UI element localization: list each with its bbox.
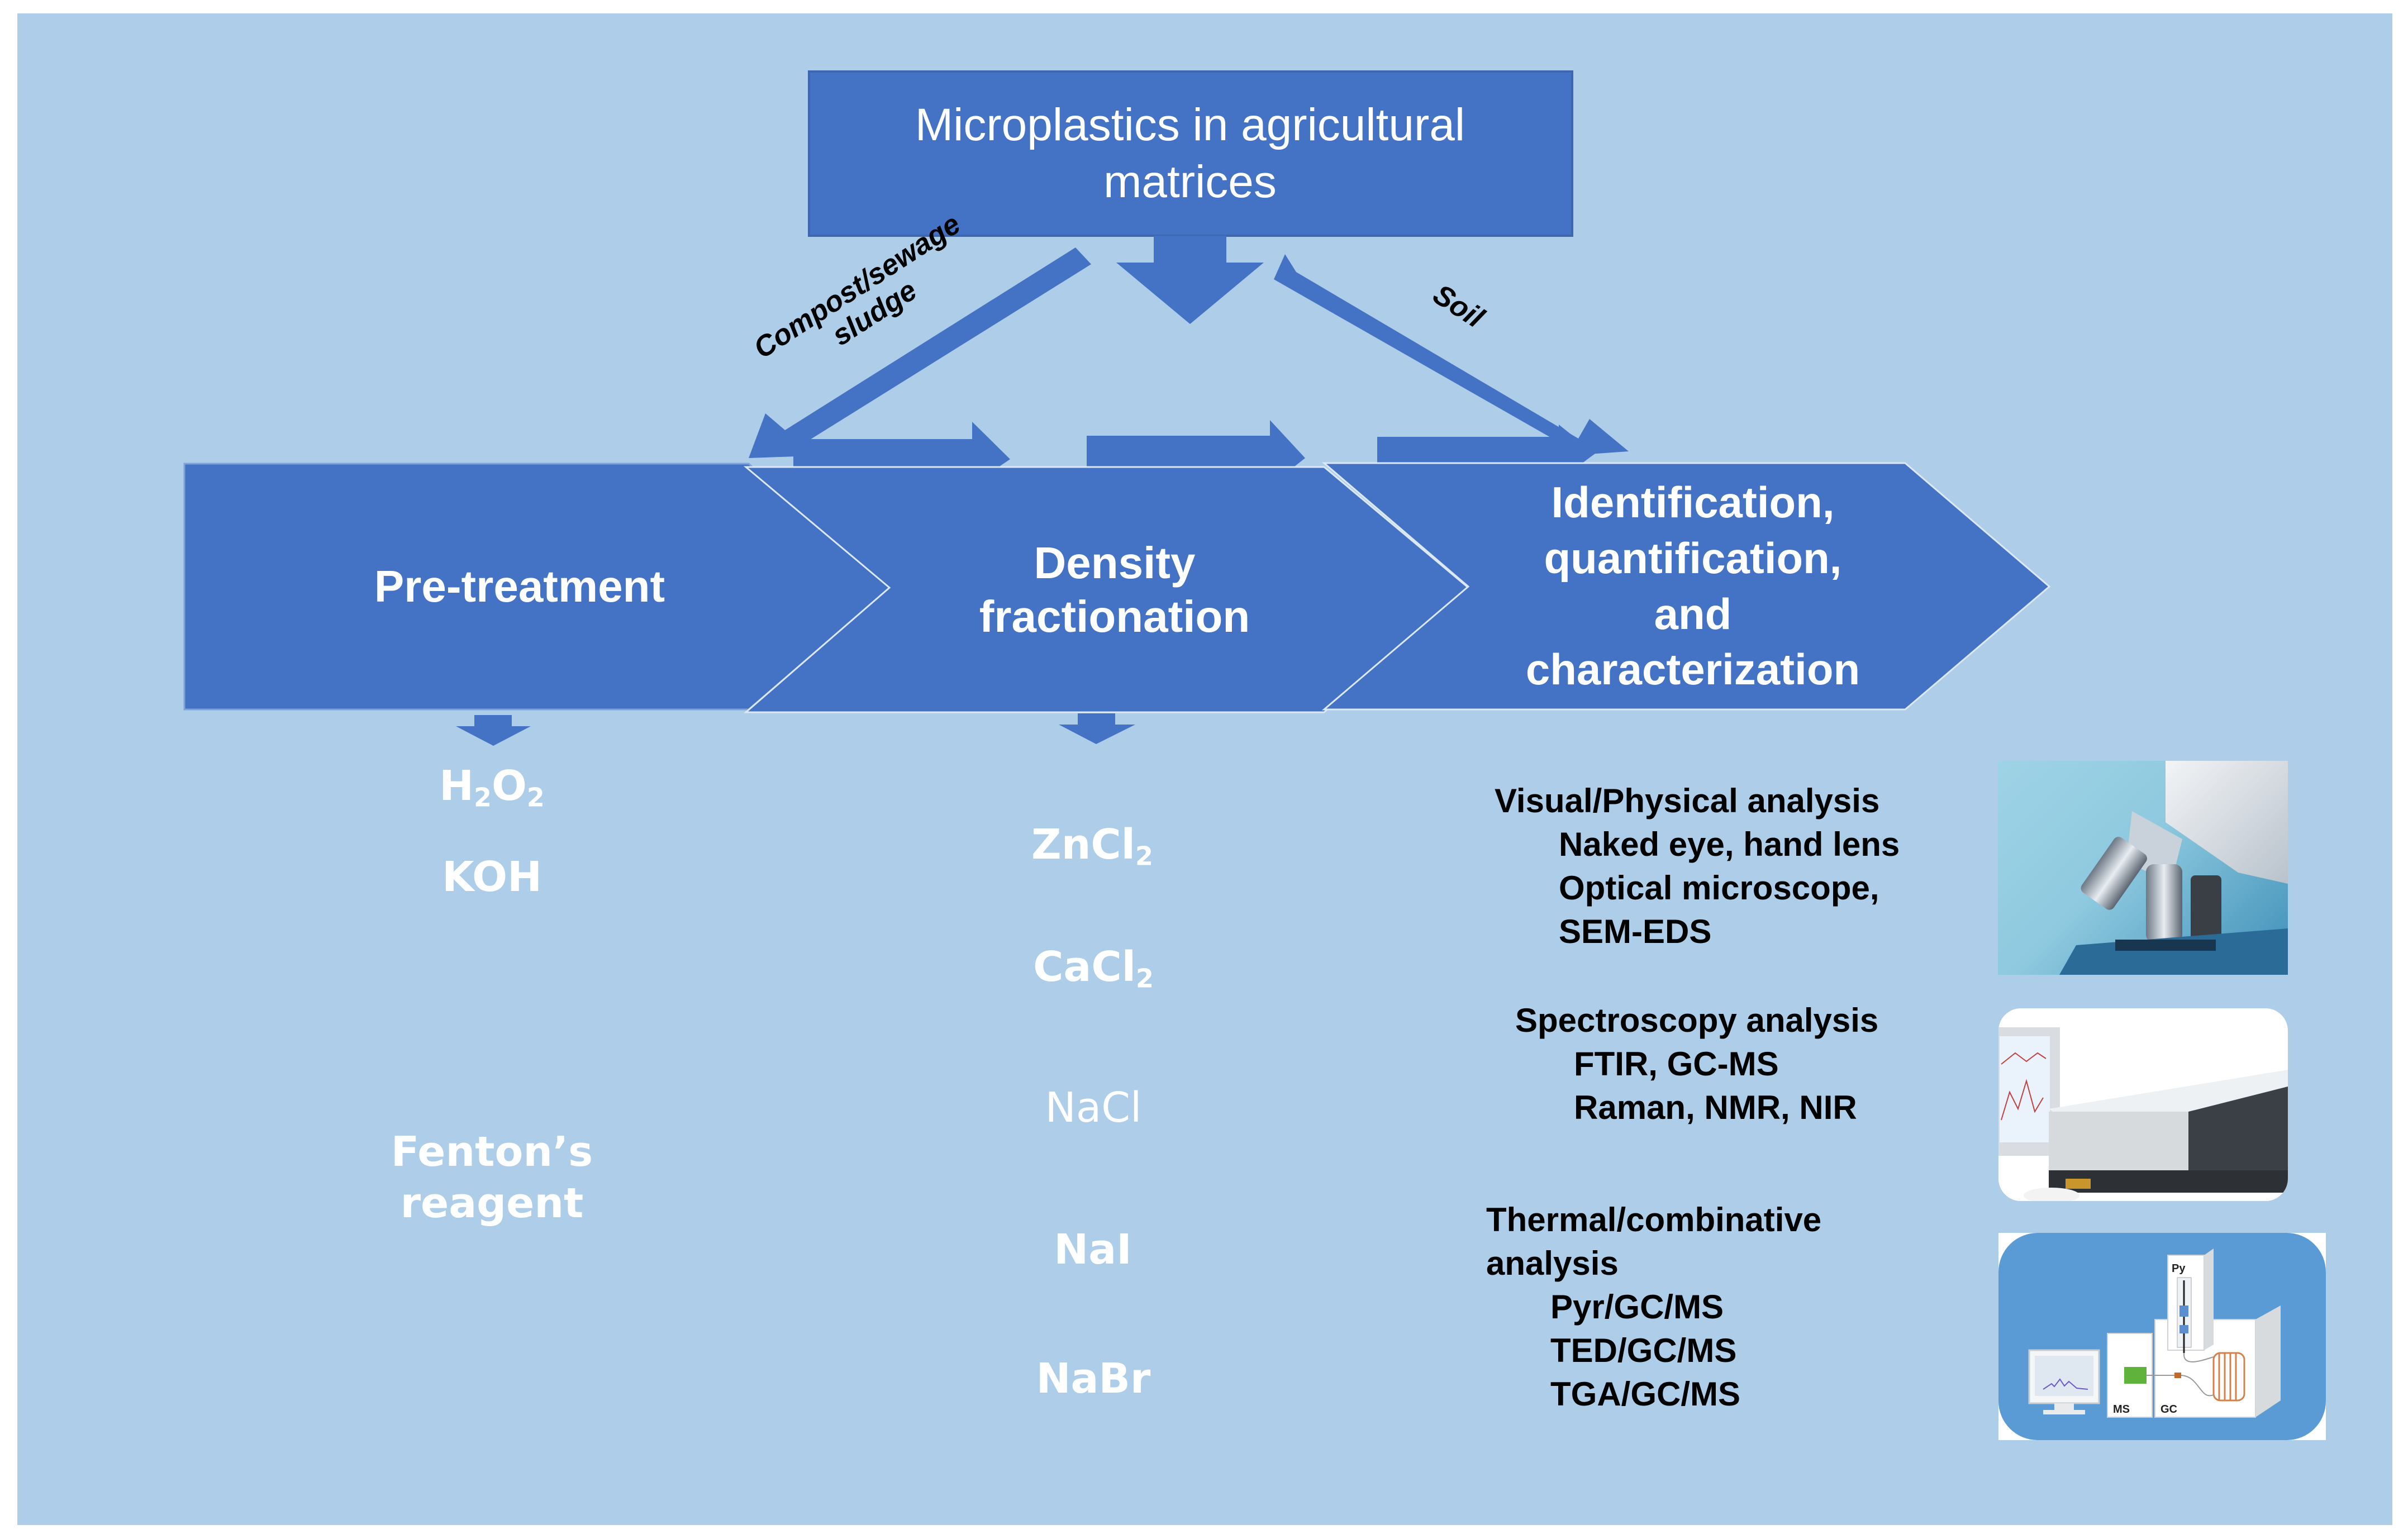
salt-cacl2-label: CaCl2 — [949, 906, 1238, 1028]
step-identification-shape — [1321, 462, 2051, 711]
formula-subscript: 2 — [1135, 841, 1153, 871]
analysis-visual-item: SEM-EDS — [1559, 913, 1712, 950]
compost-branch-arrow — [749, 247, 1091, 458]
reagent-koh-label: KOH — [370, 831, 613, 923]
pretreatment-down-arrow — [456, 715, 531, 746]
microscope-icon — [2059, 761, 2288, 975]
step-identification-line-4: characterization — [1525, 645, 1860, 694]
step-identification-line-3: and — [1654, 589, 1732, 639]
formula-subscript: 2 — [1136, 963, 1154, 994]
step-density-shape — [743, 466, 1470, 713]
formula-subscript: 2 — [526, 782, 545, 813]
density-down-arrow — [1059, 713, 1135, 744]
formula-part: ZnCl — [1031, 821, 1136, 869]
analysis-spectroscopy-item: FTIR, GC-MS — [1574, 1045, 1779, 1083]
ftir-spectrometer-photo — [1998, 1008, 2288, 1201]
salt-nai-label: NaI — [958, 1189, 1228, 1311]
step-identification-line-1: Identification, — [1551, 477, 1835, 527]
analysis-visual-item: Optical microscope, — [1559, 869, 1879, 907]
reagent-fenton-line-1: Fenton’s — [391, 1127, 593, 1176]
reagent-h2o2-formula: H2O2 — [439, 761, 545, 811]
title-line-1: Microplastics in agricultural — [915, 99, 1465, 150]
step-density-label: Density fractionation — [888, 467, 1341, 713]
salt-nacl-text: NaCl — [1045, 1083, 1142, 1132]
analysis-spectroscopy-item: Raman, NMR, NIR — [1574, 1089, 1857, 1126]
analysis-thermal-item: TGA/GC/MS — [1550, 1375, 1740, 1413]
microscope-photo — [1998, 761, 2288, 975]
salt-zncl2-label: ZnCl2 — [946, 786, 1239, 904]
salt-nabr-text: NaBr — [1036, 1355, 1151, 1403]
step-identification-line-2: quantification, — [1544, 533, 1842, 583]
py-gc-ms-icon: MS GC Py — [1998, 1233, 2326, 1440]
salt-nai-text: NaI — [1054, 1226, 1132, 1274]
analysis-thermal-item: Pyr/GC/MS — [1550, 1288, 1724, 1326]
analysis-visual: Visual/Physical analysis Naked eye, hand… — [1495, 779, 1900, 954]
step-identification-label: Identification, quantification, and char… — [1469, 463, 1916, 709]
formula-subscript: 2 — [474, 782, 492, 813]
salt-nacl-label: NaCl — [949, 1036, 1238, 1179]
reagent-fenton-label: Fenton’s reagent — [370, 923, 613, 1432]
reagent-h2o2-label: H2O2 — [370, 741, 613, 831]
salt-zncl2-formula: ZnCl2 — [1031, 820, 1153, 870]
analysis-thermal-heading: analysis — [1486, 1245, 1619, 1282]
py-label: Py — [2172, 1262, 2186, 1275]
analysis-visual-heading: Visual/Physical analysis — [1495, 782, 1880, 819]
analysis-thermal-item: TED/GC/MS — [1550, 1332, 1737, 1369]
reagent-fenton-line-2: reagent — [400, 1179, 584, 1227]
title-box — [808, 70, 1573, 237]
reagent-koh-text: KOH — [442, 852, 542, 901]
salt-cacl2-formula: CaCl2 — [1033, 942, 1154, 992]
analysis-spectroscopy: Spectroscopy analysis FTIR, GC-MS Raman,… — [1515, 999, 1878, 1130]
step-pretreatment-label: Pre-treatment — [184, 464, 855, 709]
step-density-line-1: Density — [1034, 538, 1196, 588]
spectrometer-icon — [1998, 1027, 2288, 1201]
analysis-thermal: Thermal/combinative analysis Pyr/GC/MS T… — [1486, 1198, 1821, 1416]
salt-nabr-label: NaBr — [960, 1318, 1227, 1440]
soil-branch-arrow — [1274, 254, 1629, 455]
formula-part: O — [492, 761, 527, 810]
formula-part: H — [439, 761, 474, 810]
analysis-visual-item: Naked eye, hand lens — [1559, 826, 1900, 863]
gc-label: GC — [2160, 1403, 2177, 1416]
step-density-line-2: fractionation — [979, 592, 1250, 641]
step-pretreatment-text: Pre-treatment — [374, 561, 665, 611]
py-gc-ms-diagram: MS GC Py — [1998, 1233, 2326, 1440]
title-line-2: matrices — [1103, 156, 1277, 207]
analysis-thermal-heading: Thermal/combinative — [1486, 1201, 1822, 1238]
title-text: Microplastics in agricultural matrices — [810, 73, 1570, 235]
analysis-spectroscopy-heading: Spectroscopy analysis — [1515, 1002, 1879, 1039]
formula-part: CaCl — [1033, 943, 1136, 992]
ms-label: MS — [2113, 1403, 2130, 1416]
title-down-arrow — [1116, 236, 1264, 324]
